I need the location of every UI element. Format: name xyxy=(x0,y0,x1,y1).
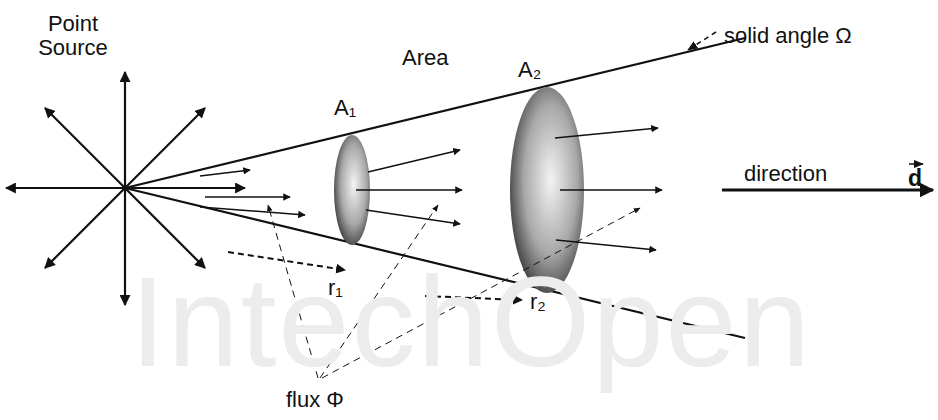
watermark: IntechOpen xyxy=(130,252,812,393)
cone-rays xyxy=(200,170,305,215)
area-rays xyxy=(356,128,662,250)
area-label: Area xyxy=(402,46,448,70)
solid-angle-leader xyxy=(688,32,716,50)
area-name: A₂ xyxy=(518,58,541,82)
direction-arrow xyxy=(722,189,933,192)
source-label: Point Source xyxy=(28,12,118,60)
area-name: A₁ xyxy=(334,96,356,120)
vector-arrow xyxy=(909,163,923,165)
vector-label: d xyxy=(908,166,922,191)
angle-label: solid angle Ω xyxy=(724,24,852,48)
direction-label: direction xyxy=(744,162,827,186)
